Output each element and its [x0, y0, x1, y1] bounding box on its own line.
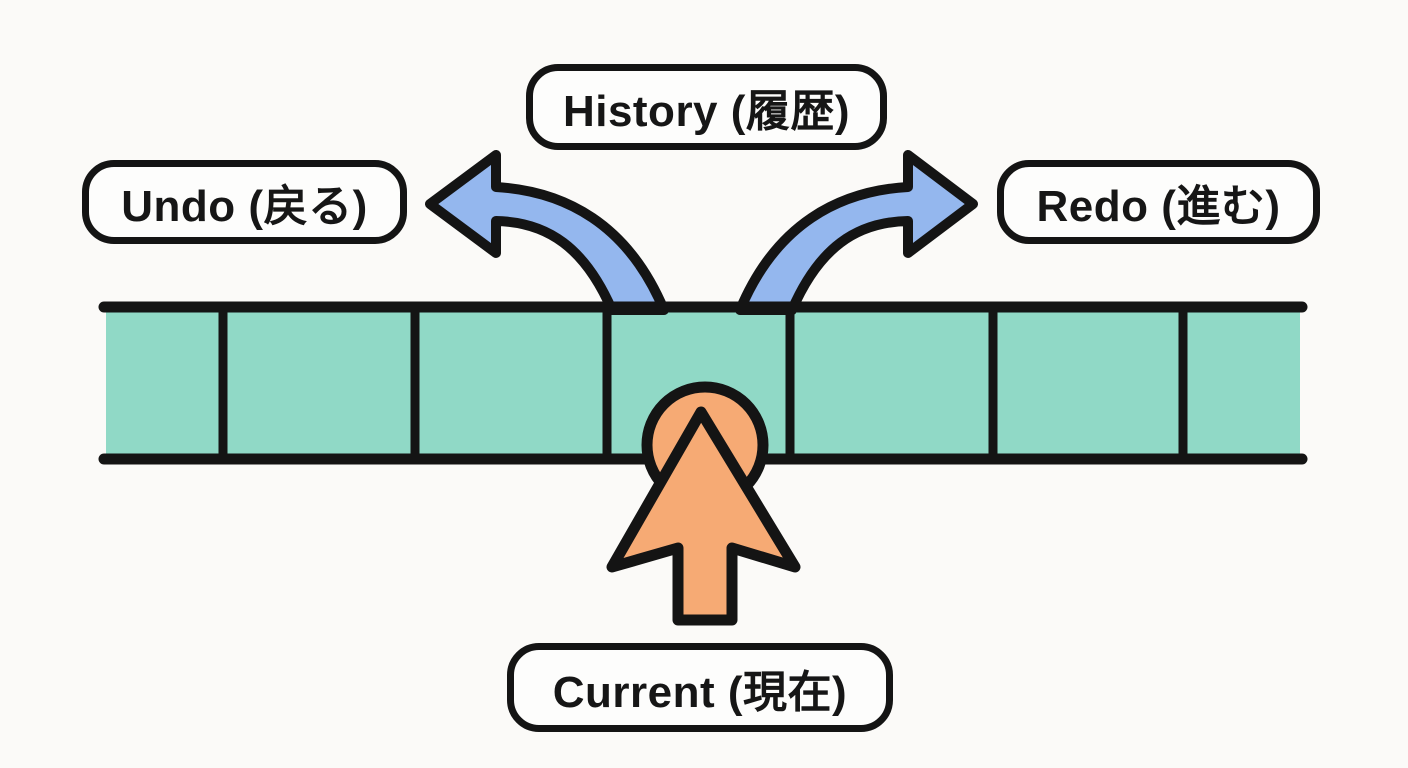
- undo-label: Undo (戻る): [82, 160, 407, 244]
- timeline-cell-dividers: [218, 307, 1188, 459]
- current-label-text: Current (現在): [552, 667, 848, 717]
- redo-label-text: Redo (進む): [1036, 182, 1281, 231]
- history-label-text: History (履歴): [562, 87, 851, 136]
- undo-label-text: Undo (戻る): [121, 182, 368, 231]
- current-cursor-icon: [606, 406, 801, 626]
- history-label: History (履歴): [526, 64, 887, 150]
- undo-arrow: [425, 150, 669, 315]
- redo-arrow: [735, 150, 978, 315]
- redo-label: Redo (進む): [997, 160, 1320, 244]
- current-label: Current (現在): [507, 643, 893, 732]
